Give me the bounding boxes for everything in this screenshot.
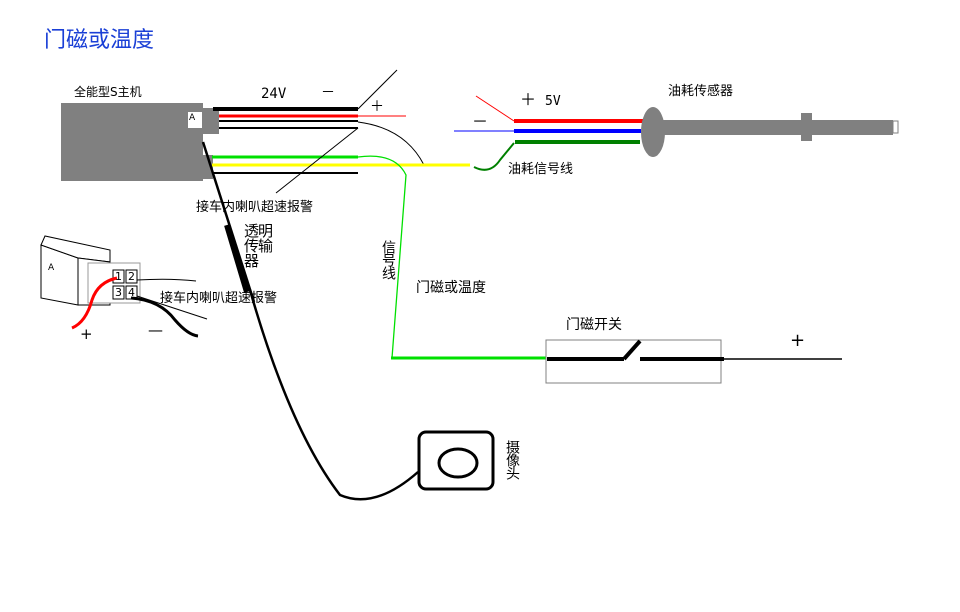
pin-2: 2 (128, 270, 135, 283)
io-harness (212, 127, 515, 359)
sensor-rod (660, 120, 893, 135)
connector-plus-label: + (80, 325, 93, 343)
camera-label: 摄像头 (504, 440, 520, 479)
plus-5v-leader (475, 95, 515, 122)
sensor-flange (641, 107, 665, 157)
pin-4: 4 (128, 286, 135, 299)
switch-plus-label: + (790, 330, 806, 351)
horn-alarm-label: 接车内喇叭超速报警 (196, 200, 314, 215)
host-unit (61, 103, 219, 181)
pin-3: 3 (115, 286, 122, 299)
fuel-sensor-label: 油耗传感器 (668, 84, 734, 99)
door-switch-label: 门磁开关 (566, 317, 622, 333)
black-lead-to-signal (357, 121, 425, 166)
minus-leader (357, 69, 398, 110)
connector-red-wire (71, 276, 118, 330)
transmitter-cable (201, 141, 419, 501)
camera-lens (437, 447, 479, 479)
sensor-tip (892, 120, 899, 134)
green-signal-wire (357, 155, 407, 359)
host-port-label: A (189, 113, 196, 123)
power-harness-24v (213, 69, 425, 166)
diagram-title: 门磁或温度 (44, 28, 155, 53)
connector-minus-label: — (148, 321, 163, 339)
signal-wire-label: 信号线 (380, 240, 396, 279)
fuel-sensor (454, 95, 899, 157)
plus-5v-label: ＋ (520, 90, 537, 109)
sensor-collar (801, 113, 812, 141)
host-body (61, 103, 203, 181)
door-switch (391, 339, 842, 384)
camera-cable (248, 289, 419, 501)
connector (40, 235, 208, 338)
host-port-a-window (188, 112, 202, 128)
voltage-5v-label: 5V (545, 94, 561, 109)
minus-24v-label: － (321, 85, 335, 101)
transmitter-body (224, 224, 250, 293)
host-connector-a (203, 108, 219, 134)
minus-5v-label: － (472, 112, 489, 131)
switch-contact (622, 339, 642, 361)
pin-1: 1 (115, 270, 122, 283)
switch-box (545, 339, 722, 384)
horn-leader (275, 127, 359, 194)
connector-black-wire (130, 296, 199, 338)
connector-horn-alarm-label: 接车内喇叭超速报警 (160, 291, 278, 306)
host-label: 全能型S主机 (74, 85, 142, 99)
connector-port-label: A (48, 263, 55, 273)
fuel-signal-label: 油耗信号线 (508, 162, 574, 177)
door-or-temp-label: 门磁或温度 (416, 280, 486, 296)
plus-24v-label: ＋ (370, 99, 384, 115)
transmitter-label: 透明传输器 (244, 222, 273, 270)
voltage-24v-label: 24V (261, 86, 287, 102)
fuel-signal-wire (473, 142, 515, 171)
camera (417, 430, 495, 491)
